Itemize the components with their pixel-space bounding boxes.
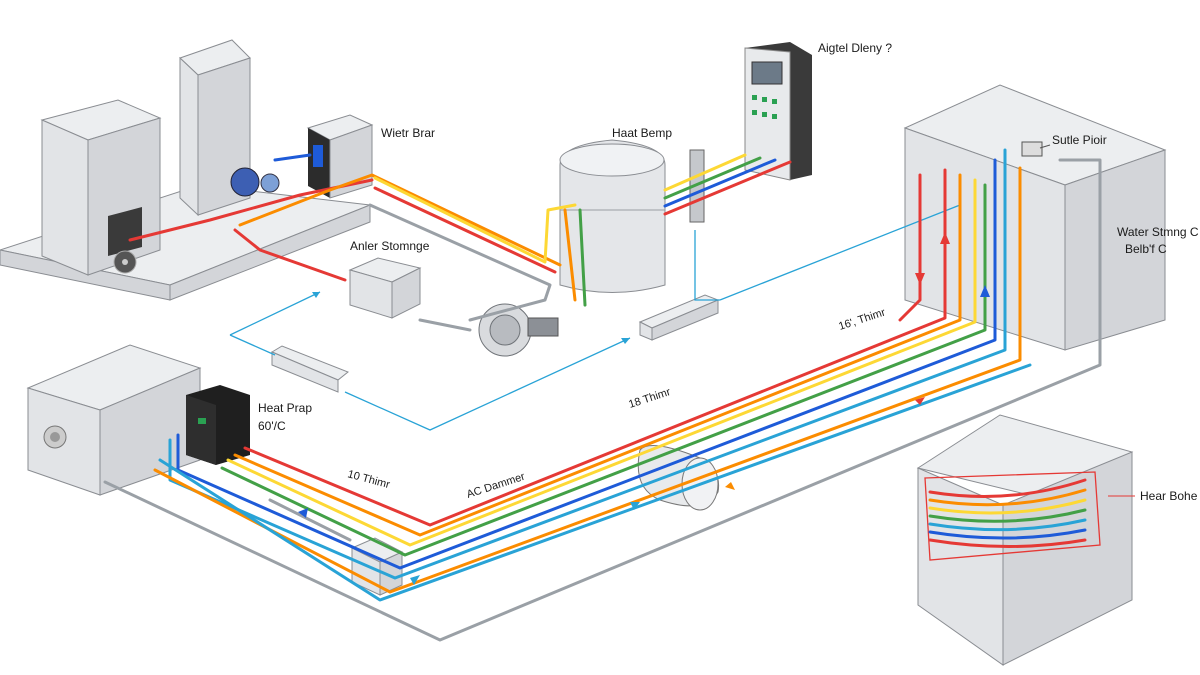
label-temp-60: 60'/C	[258, 419, 286, 433]
label-sutle-pioir: Sutle Pioir	[1052, 133, 1107, 147]
sensor-strip-right	[638, 294, 720, 341]
pump-motor	[478, 303, 559, 357]
hear-bohe-box	[916, 414, 1134, 666]
anler-storage-box	[348, 257, 422, 319]
hear-bohe-coils	[924, 471, 1101, 561]
water-bar-unit	[230, 114, 374, 199]
label-heat-prap: Heat Prap	[258, 401, 312, 415]
label-hear-bohe: Hear Bohe	[1140, 489, 1198, 503]
leader-sutle	[1039, 144, 1051, 149]
ac-dammer-cylinder	[637, 445, 720, 511]
label-water-stmg: Water Stmng C	[1117, 225, 1199, 239]
label-pipe-18: 18 Thimr	[627, 386, 672, 411]
label-pipe-10: 10 Thimr	[346, 468, 391, 491]
pipe-bundle-main	[103, 148, 1102, 642]
label-pipe-16: 16', Thimr	[837, 306, 887, 332]
fan-icon	[108, 206, 142, 274]
heat-prap-unit	[26, 344, 202, 496]
aigtel-controller	[744, 42, 812, 181]
pipe-bundle-top	[128, 153, 792, 332]
label-belbf: Belb'f C	[1125, 242, 1167, 256]
heat-bemp-tank	[559, 139, 666, 293]
label-heat-bemp: Haat Bemp	[612, 126, 672, 140]
sensor-strip-left	[270, 345, 349, 393]
label-aigtel-diany: Aigtel Dleny ?	[818, 41, 892, 55]
heat-prap-controller	[186, 385, 250, 465]
label-anler-stomnge: Anler Stomnge	[350, 239, 430, 253]
outdoor-unit	[40, 99, 162, 276]
flow-arrows	[298, 232, 990, 585]
label-water-bar: Wietr Brar	[381, 126, 435, 140]
